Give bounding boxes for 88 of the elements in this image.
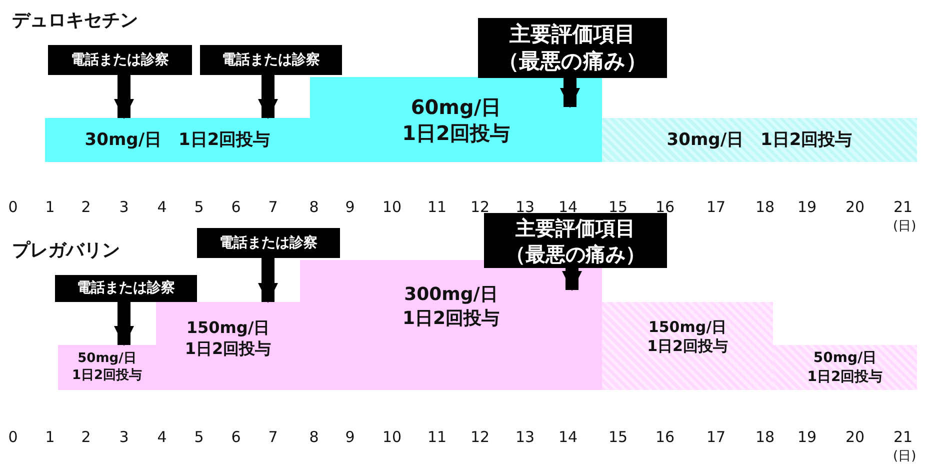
- day-number: 9: [345, 428, 355, 446]
- day-number: 6: [231, 198, 241, 216]
- day-number: 14: [558, 198, 578, 216]
- callout-box: [478, 18, 667, 78]
- day-number: 2: [81, 428, 91, 446]
- day-number: 6: [231, 428, 241, 446]
- day-number: 11: [427, 428, 447, 446]
- callout-box: [197, 228, 340, 258]
- dose-text: 60mg/日: [410, 94, 502, 120]
- day-number: 5: [194, 198, 204, 216]
- day-number: 9: [345, 198, 355, 216]
- dose-bar: [310, 77, 602, 162]
- day-number: 10: [382, 198, 402, 216]
- callout-text: 主要評価項目: [510, 20, 636, 48]
- day-number: 12: [470, 198, 490, 216]
- day-number: 2: [81, 198, 91, 216]
- arrow: [114, 302, 134, 346]
- day-number: 18: [755, 198, 775, 216]
- day-number: 17: [706, 428, 726, 446]
- day-number: 7: [268, 428, 278, 446]
- day-number: 8: [309, 428, 319, 446]
- day-number: 16: [655, 198, 675, 216]
- dose-bar: [602, 118, 917, 162]
- axis-unit: (日): [893, 448, 916, 465]
- day-number: 15: [608, 428, 628, 446]
- callout-text: 電話または診察: [77, 279, 175, 298]
- day-number: 20: [845, 198, 865, 216]
- day-number: 19: [797, 428, 817, 446]
- dose-text: 1日2回投与: [807, 368, 883, 386]
- day-number: 16: [655, 428, 675, 446]
- dose-text: 1日2回投与: [402, 306, 500, 330]
- dose-text: 50mg/日: [78, 350, 136, 368]
- day-number: 1: [45, 428, 55, 446]
- callout-text: 電話または診察: [71, 50, 169, 70]
- axis-unit: (日): [893, 218, 916, 235]
- callout-box: [484, 213, 667, 268]
- dose-text: 150mg/日: [186, 318, 270, 339]
- day-number: 18: [755, 428, 775, 446]
- day-number: 17: [706, 198, 726, 216]
- day-number: 3: [119, 198, 129, 216]
- dose-bar: [58, 345, 156, 390]
- callout-box: [200, 45, 342, 75]
- day-number: 21: [893, 198, 913, 216]
- day-number: 13: [515, 198, 535, 216]
- dose-text: 1日2回投与: [184, 338, 272, 360]
- day-number: 7: [268, 198, 278, 216]
- arrow: [258, 258, 278, 303]
- day-number: 14: [558, 428, 578, 446]
- day-number: 0: [8, 198, 18, 216]
- callout-text: 電話または診察: [220, 234, 318, 252]
- day-number: 1: [45, 198, 55, 216]
- day-number: 8: [309, 198, 319, 216]
- dose-text: 30mg/日 1日2回投与: [666, 128, 852, 152]
- day-number: 15: [608, 198, 628, 216]
- day-number: 0: [8, 428, 18, 446]
- day-number: 21: [893, 428, 913, 446]
- dose-text: 50mg/日: [813, 349, 877, 368]
- day-number: 4: [157, 428, 167, 446]
- day-number: 3: [119, 428, 129, 446]
- arrow: [258, 75, 278, 119]
- dose-bar: [773, 345, 917, 390]
- callout-text: 電話または診察: [222, 50, 320, 70]
- dose-text: 1日2回投与: [402, 120, 510, 146]
- callout-box: [48, 45, 192, 75]
- drug-title: プレガバリン: [12, 239, 120, 262]
- dose-text: 150mg/日: [648, 318, 727, 338]
- dose-text: 1日2回投与: [647, 337, 728, 357]
- day-number: 13: [515, 428, 535, 446]
- drug-title: デュロキセチン: [12, 9, 138, 32]
- dose-text: 30mg/日 1日2回投与: [84, 128, 270, 152]
- dose-text: 1日2回投与: [72, 368, 142, 384]
- arrow: [560, 78, 580, 108]
- callout-text: （最悪の痛み）: [506, 240, 646, 266]
- day-number: 20: [845, 428, 865, 446]
- dose-bar: [602, 302, 773, 390]
- arrow: [114, 75, 134, 119]
- arrow: [562, 268, 582, 291]
- day-number: 11: [427, 198, 447, 216]
- dose-text: 300mg/日: [404, 283, 498, 307]
- dose-bar: [45, 118, 310, 162]
- callout-box: [55, 275, 197, 302]
- day-number: 19: [797, 198, 817, 216]
- day-number: 10: [382, 428, 402, 446]
- callout-text: （最悪の痛み）: [498, 48, 647, 75]
- day-number: 4: [157, 198, 167, 216]
- day-number: 5: [194, 428, 204, 446]
- day-number: 12: [470, 428, 490, 446]
- callout-text: 主要評価項目: [516, 214, 636, 240]
